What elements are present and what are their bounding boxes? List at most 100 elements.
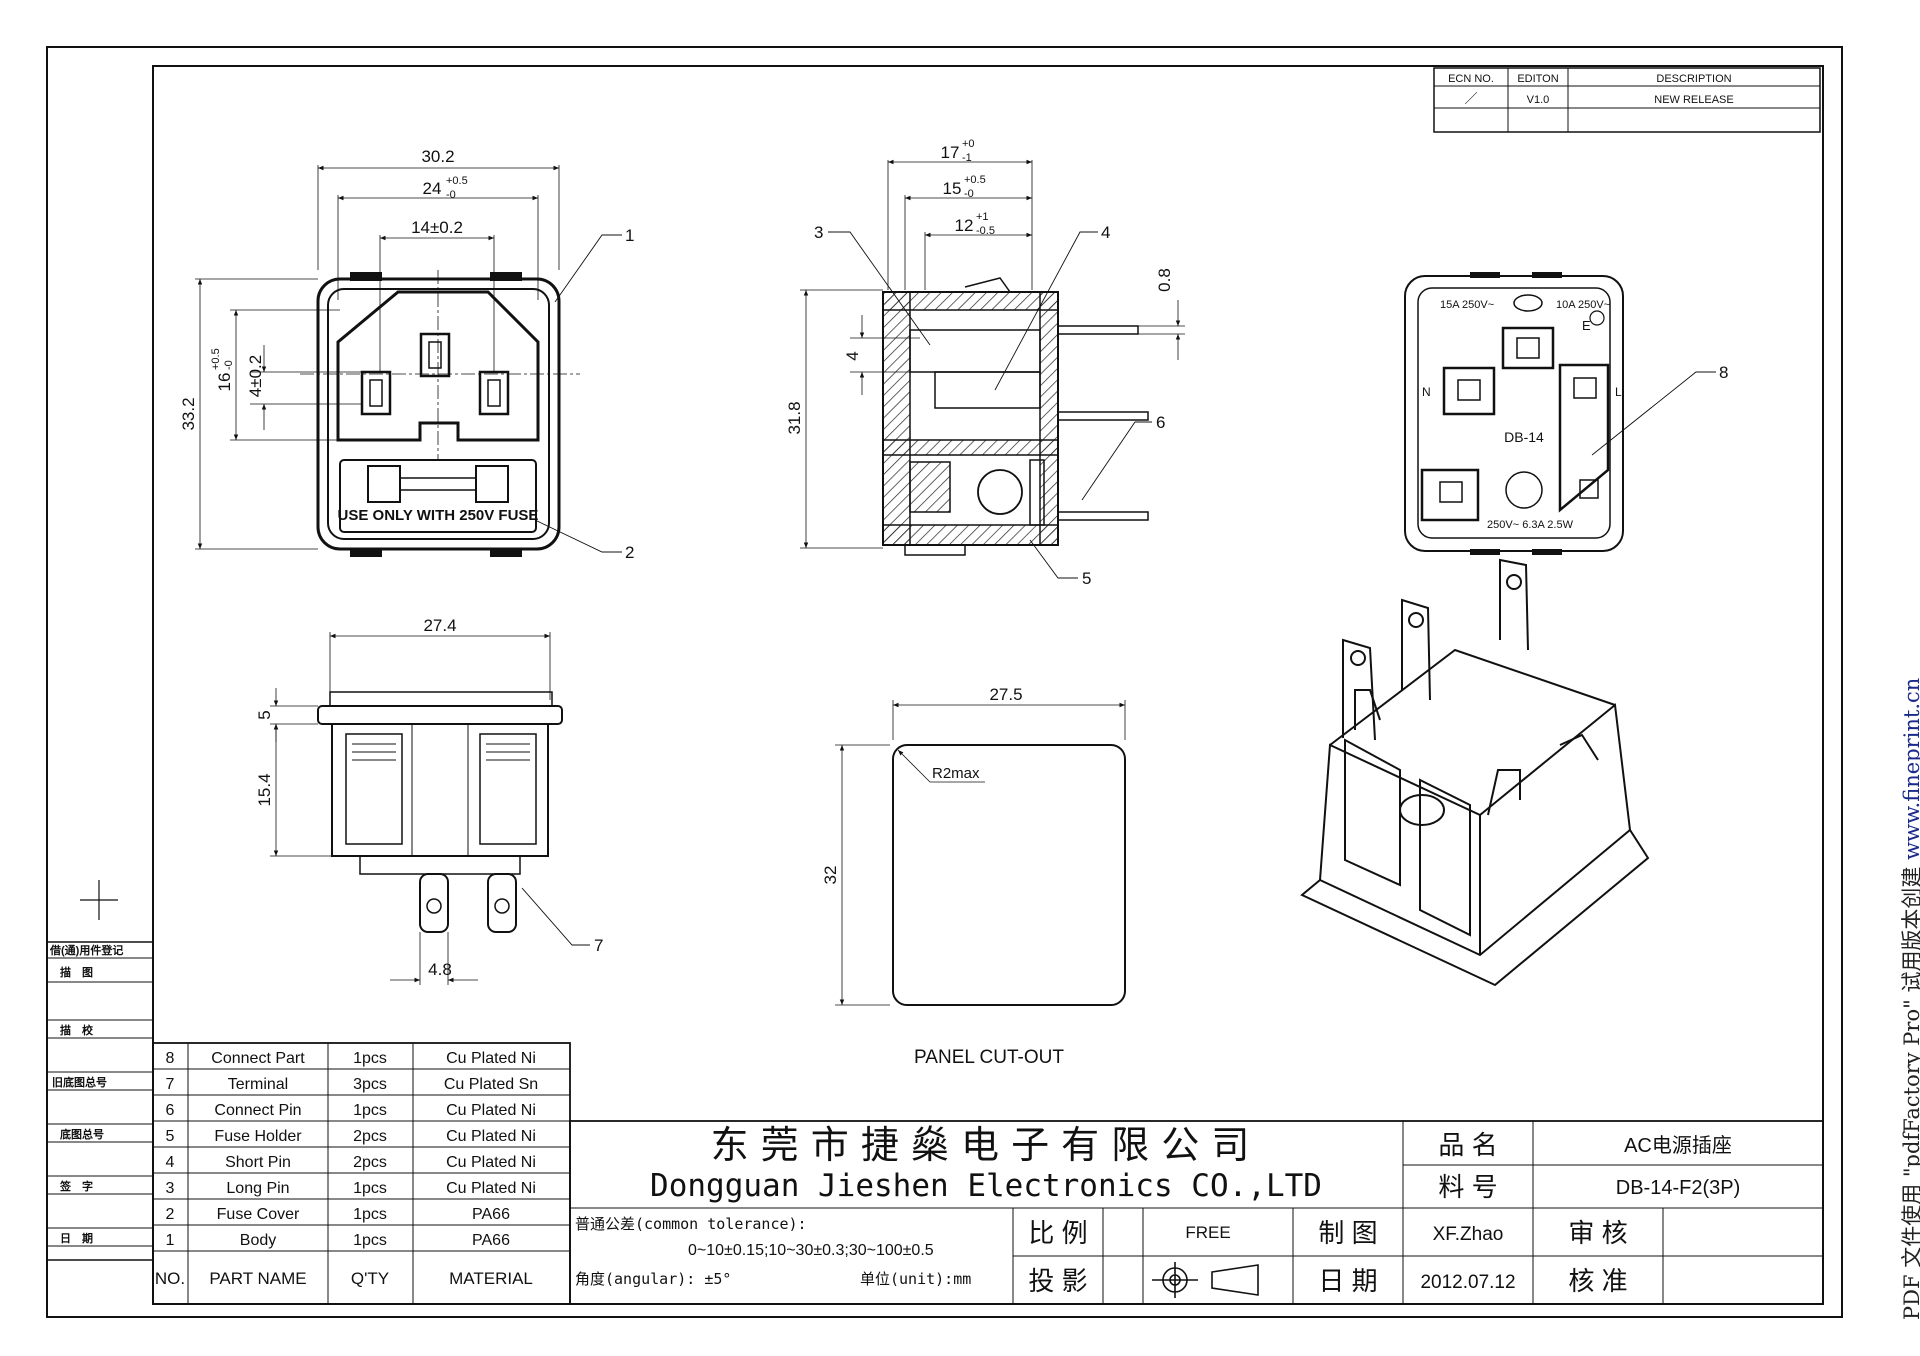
product-name-label: 品 名 (1438, 1130, 1497, 1160)
callout-2: 2 (625, 543, 634, 562)
bom-cell-material: Cu Plated Sn (444, 1076, 538, 1093)
strip-row-4: 底图总号 (60, 1127, 104, 1141)
bom-cell-name: Fuse Holder (214, 1128, 302, 1145)
angular-tolerance: 角度(angular): ±5° (575, 1270, 731, 1288)
dim-side-17-tol-top: +0 (962, 138, 975, 150)
dim-front-pin-spacing: 14±0.2 (411, 218, 463, 237)
bom-cell-qty: 1pcs (353, 1102, 387, 1119)
bom-cell-material: PA66 (472, 1232, 510, 1249)
side-view: 17 +0 -1 15 +0.5 -0 12 +1 -0.5 0.8 4 31.… (785, 138, 1185, 588)
bom-header-qty: Q'TY (351, 1269, 389, 1288)
callout-6: 6 (1156, 413, 1165, 432)
tolerance-line2: 0~10±0.15;10~30±0.3;30~100±0.5 (688, 1242, 934, 1259)
bom-cell-name: Terminal (228, 1076, 288, 1093)
approve-label: 核 准 (1568, 1266, 1627, 1296)
dim-side-12: 12 (955, 216, 974, 235)
projection-symbol-icon (1152, 1262, 1259, 1298)
date-label: 日 期 (1318, 1266, 1377, 1296)
strip-row-0: 借(通)用件登记 (49, 943, 123, 957)
rear-label-n: N (1422, 385, 1431, 399)
part-no-label: 料 号 (1438, 1172, 1497, 1202)
drawn-label: 制 图 (1318, 1218, 1377, 1248)
bom-cell-qty: 2pcs (353, 1128, 387, 1145)
bom-header-no: NO. (155, 1269, 185, 1288)
callout-1: 1 (625, 226, 634, 245)
dim-front-width: 30.2 (421, 147, 454, 166)
pdf-watermark: PDF 文件使用 "pdfFactory Pro" 试用版本创建 www.fin… (1866, 500, 1920, 1340)
rear-label-e: E (1582, 318, 1591, 333)
rear-rating-left: 15A 250V~ (1440, 299, 1494, 311)
strip-row-5: 签 字 (59, 1179, 93, 1193)
callout-3: 3 (814, 223, 823, 242)
bom-cell-material: Cu Plated Ni (446, 1180, 536, 1197)
fuse-warning-text: USE ONLY WITH 250V FUSE (338, 507, 539, 524)
bom-table (152, 1042, 571, 1305)
outer-border (46, 46, 1843, 1318)
dim-bottom-48: 4.8 (428, 960, 452, 979)
dim-bottom-width: 27.4 (423, 616, 456, 635)
left-strip: 借(通)用件登记 描 图 描 校 旧底图总号 底图总号 签 字 日 期 (46, 880, 154, 1261)
dim-side-17-tol-bot: -1 (962, 152, 972, 164)
rev-header-ecn: ECN NO. (1448, 73, 1494, 85)
dim-front-inner-tol-top: +0.5 (446, 175, 468, 187)
unit: 单位(unit):mm (860, 1270, 971, 1288)
dim-cutout-height: 32 (821, 866, 840, 885)
scale-value: FREE (1185, 1223, 1230, 1242)
bom-header-name: PART NAME (209, 1269, 306, 1288)
bom-cell-name: Long Pin (226, 1180, 289, 1197)
strip-row-2: 描 校 (60, 1023, 94, 1037)
watermark-url[interactable]: www.fineprint.cn (1900, 677, 1920, 860)
product-name-value: AC电源插座 (1624, 1134, 1732, 1157)
dim-front-16: 16 (215, 373, 234, 392)
scale-label: 比 例 (1028, 1218, 1087, 1248)
bom-cell-qty: 3pcs (353, 1076, 387, 1093)
callout-5: 5 (1082, 569, 1091, 588)
bom-cell-no: 5 (166, 1128, 175, 1145)
bom-header-material: MATERIAL (449, 1269, 533, 1288)
dim-front-16-tol-bot: -0 (223, 360, 235, 370)
callout-4: 4 (1101, 223, 1110, 242)
inner-border (152, 65, 1824, 1305)
dim-side-12-tol-top: +1 (976, 211, 989, 223)
bom-cell-material: Cu Plated Ni (446, 1154, 536, 1171)
tolerance-line1: 普通公差(common tolerance): (575, 1215, 807, 1233)
rear-model: DB-14 (1504, 429, 1544, 445)
watermark-prefix: PDF 文件使用 "pdfFactory Pro" 试用版本创建 (1900, 866, 1920, 1320)
bom-cell-material: PA66 (472, 1206, 510, 1223)
bom-cell-material: Cu Plated Ni (446, 1128, 536, 1145)
revision-table: ECN NO. EDITON DESCRIPTION ／ V1.0 NEW RE… (1433, 67, 1821, 133)
projection-label: 投 影 (1028, 1266, 1087, 1296)
bom-cell-qty: 1pcs (353, 1232, 387, 1249)
dim-cutout-width: 27.5 (989, 685, 1022, 704)
drawn-value: XF.Zhao (1433, 1224, 1504, 1245)
date-value: 2012.07.12 (1420, 1272, 1515, 1293)
bom-cell-material: Cu Plated Ni (446, 1050, 536, 1067)
bom-cell-no: 3 (166, 1180, 175, 1197)
company-name-cn: 东 莞 市 捷 燊 电 子 有 限 公 司 (711, 1123, 1250, 1167)
title-block (569, 1120, 1824, 1305)
bom-cell-qty: 2pcs (353, 1154, 387, 1171)
bom-cell-qty: 1pcs (353, 1050, 387, 1067)
bom-cell-no: 4 (166, 1154, 175, 1171)
bom-cell-no: 7 (166, 1076, 175, 1093)
bom-cell-name: Connect Part (211, 1050, 305, 1067)
strip-row-6: 日 期 (60, 1231, 93, 1245)
strip-row-1: 描 图 (60, 965, 93, 979)
panel-cutout: 27.5 32 R2max PANEL CUT-OUT (821, 685, 1126, 1068)
callout-8: 8 (1719, 363, 1728, 382)
rev-edition: V1.0 (1527, 94, 1550, 106)
rev-ecn: ／ (1464, 91, 1477, 106)
dim-front-inner: 24 (423, 179, 442, 198)
dim-side-12-tol-bot: -0.5 (976, 225, 995, 237)
bom-cell-no: 6 (166, 1102, 175, 1119)
dim-side-08: 0.8 (1155, 268, 1174, 292)
bom-cell-qty: 1pcs (353, 1180, 387, 1197)
rear-view: 15A 250V~ 10A 250V~ E N L DB-14 250V~ 6.… (1404, 272, 1728, 555)
isometric-view (1300, 558, 1650, 987)
bom-cell-qty: 1pcs (353, 1206, 387, 1223)
dim-front-4: 4±0.2 (246, 355, 265, 397)
bottom-view: 27.4 5 15.4 4.8 7 (255, 616, 603, 985)
rear-fuse-rating: 250V~ 6.3A 2.5W (1487, 519, 1574, 531)
